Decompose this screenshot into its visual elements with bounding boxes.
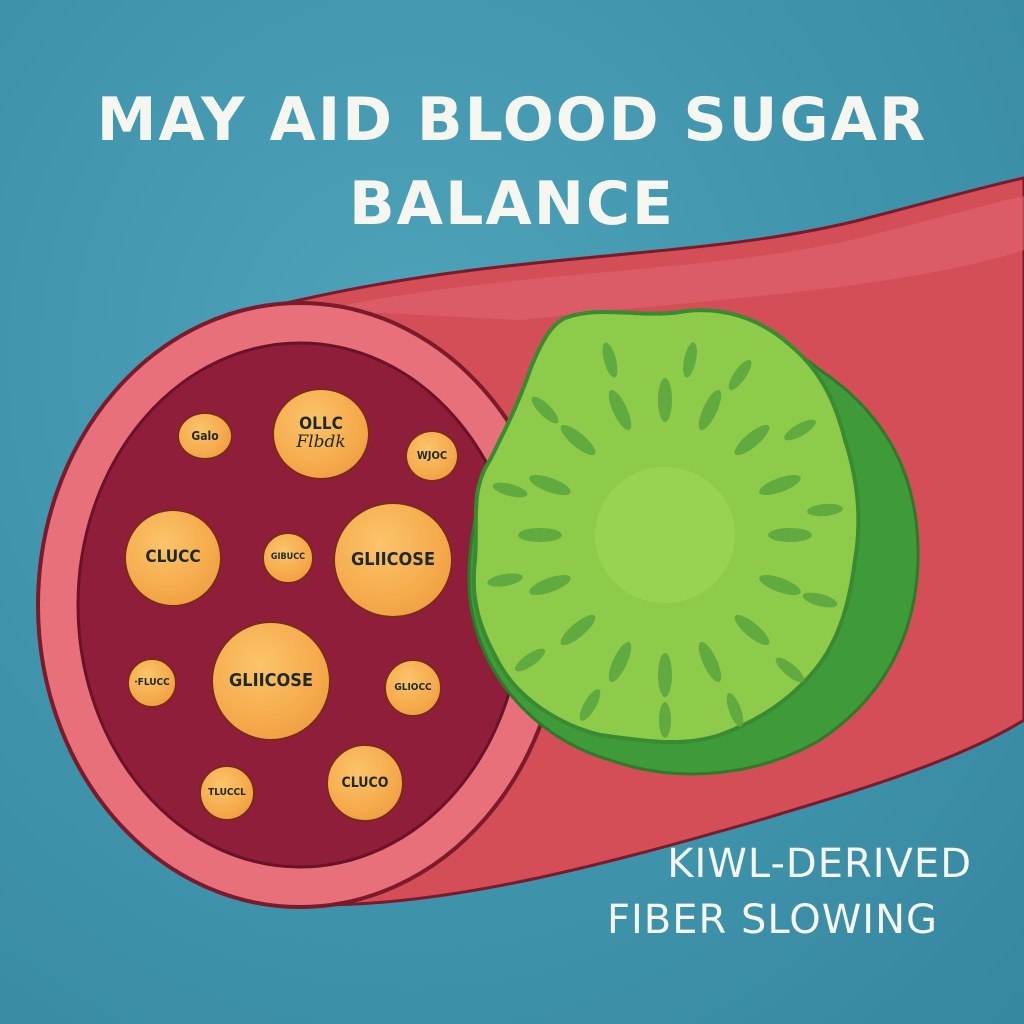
glucose-sublabel: Flbdk — [296, 432, 346, 452]
glucose-molecule: ·FLUCC — [127, 658, 177, 708]
glucose-molecule: TLUCCL — [199, 765, 255, 821]
glucose-label: ·FLUCC — [134, 676, 170, 688]
headline-line-2: BALANCE — [348, 169, 676, 239]
glucose-molecule: OLLC Flbdk — [272, 388, 370, 480]
glucose-label: Galo — [191, 428, 219, 443]
glucose-label: WJOC — [416, 449, 448, 463]
caption-line-2: FIBER SLOWING — [606, 897, 938, 943]
glucose-label: GLIICOSE — [228, 669, 314, 691]
glucose-molecule: WJOC — [405, 430, 459, 482]
glucose-label: GLIOCC — [394, 681, 432, 693]
glucose-label: TLUCCL — [208, 786, 246, 798]
headline: MAY AID BLOOD SUGAR BALANCE — [0, 78, 1024, 246]
glucose-molecule: CLUCO — [326, 744, 404, 822]
caption-line-1: KIWL-DERIVED — [667, 841, 972, 887]
glucose-label: CLUCC — [145, 547, 201, 568]
kiwi-slice-icon — [467, 308, 920, 776]
glucose-molecule: GLIICOSE — [211, 621, 331, 741]
glucose-molecule: GLIICOSE — [333, 502, 453, 618]
caption: KIWL-DERIVED FIBER SLOWING — [607, 836, 972, 948]
glucose-label: CLUCO — [341, 774, 389, 791]
glucose-label: OLLC — [299, 414, 343, 435]
glucose-label: GLIICOSE — [350, 548, 436, 570]
glucose-label: GIBUCC — [270, 552, 306, 563]
glucose-molecule: Galo — [177, 412, 233, 460]
glucose-molecule: CLUCC — [124, 509, 222, 607]
glucose-molecule: GIBUCC — [262, 532, 314, 584]
headline-line-1: MAY AID BLOOD SUGAR — [96, 85, 928, 155]
glucose-molecule: GLIOCC — [384, 659, 442, 717]
